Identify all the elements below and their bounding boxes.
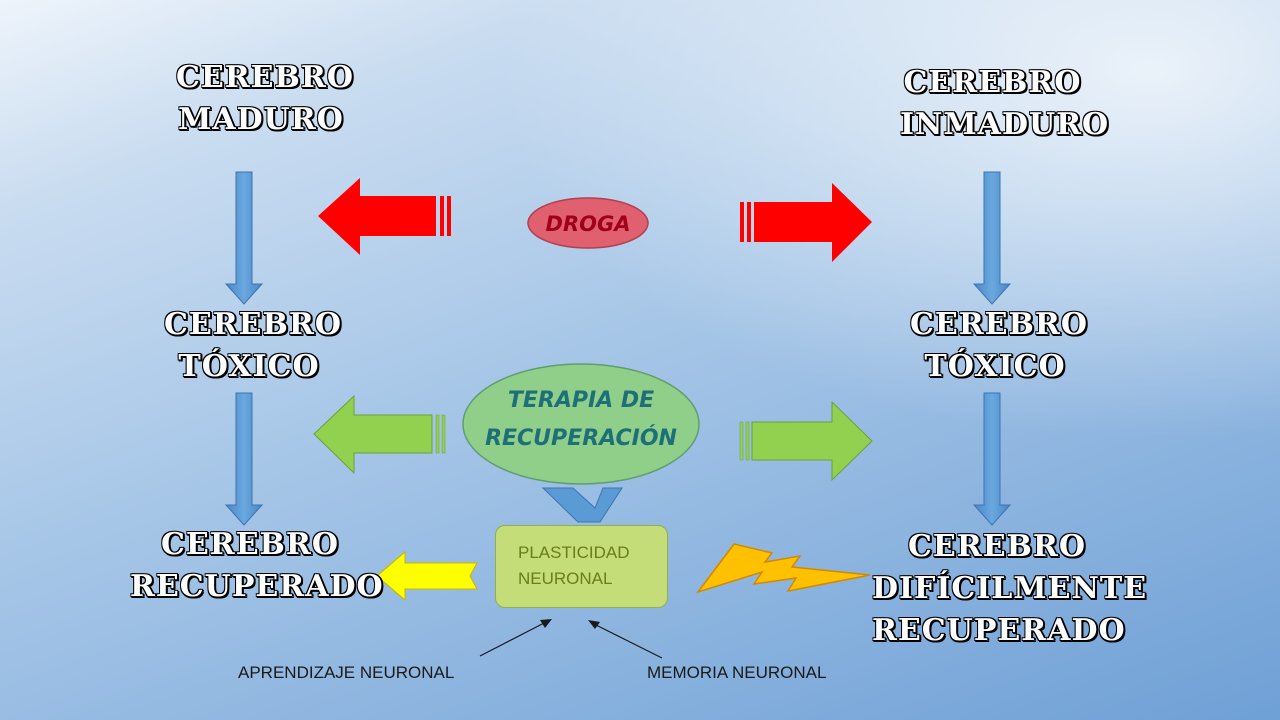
- flow-arrow-mature-to-toxic: [224, 171, 264, 305]
- node-hard-recovered-line1: Cerebro: [908, 529, 1086, 564]
- flow-arrow-immature-to-toxic: [972, 171, 1012, 305]
- drug-arrow-left: [318, 178, 451, 255]
- therapy-oval: [462, 363, 700, 485]
- node-toxic-brain-right: Cerebro tóxico: [910, 304, 1088, 388]
- learning-pointer-arrow: [479, 619, 552, 657]
- therapy-label-line1: TERAPIA DE: [508, 388, 654, 413]
- node-hard-recovered-line3: recuperado: [872, 613, 1126, 648]
- plasticity-line1: PLASTICIDAD: [518, 543, 630, 562]
- node-immature-line1: Cerebro: [903, 65, 1082, 100]
- node-toxic-left-line2: tóxico: [178, 349, 320, 384]
- therapy-arrow-left: [313, 394, 446, 475]
- plasticity-box: PLASTICIDAD NEURONAL: [495, 525, 668, 608]
- node-toxic-right-line1: Cerebro: [910, 307, 1088, 342]
- therapy-arrow-right: [739, 400, 873, 482]
- plasticity-line2: NEURONAL: [518, 569, 613, 588]
- node-mature-line2: maduro: [178, 102, 344, 137]
- node-recovered-line1: Cerebro: [161, 527, 339, 562]
- drug-label: DROGA: [546, 212, 631, 236]
- node-mature-line1: Cerebro: [176, 60, 354, 95]
- node-mature-brain: Cerebro maduro: [176, 57, 354, 141]
- recover-arrow: [376, 550, 478, 602]
- caption-learning: APRENDIZAJE NEURONAL: [238, 663, 455, 682]
- node-hard-recovered-brain: Cerebro difícilmente recuperado: [872, 526, 1148, 652]
- node-hard-recovered-line2: difícilmente: [872, 571, 1148, 606]
- caption-memory: MEMORIA NEURONAL: [647, 663, 827, 682]
- node-recovered-line2: recuperado: [130, 569, 384, 604]
- memory-pointer-arrow: [588, 620, 663, 659]
- drug-arrow-right: [740, 183, 872, 262]
- flow-arrow-toxic-to-recovered: [224, 392, 264, 526]
- node-toxic-right-line2: tóxico: [924, 349, 1066, 384]
- lightning-bolt-icon: [696, 543, 871, 594]
- therapy-label-line2: RECUPERACIÓN: [485, 425, 677, 451]
- therapy-to-plasticity-chevron: [541, 487, 623, 523]
- node-immature-line2: inmaduro: [900, 107, 1110, 142]
- drug-oval: [527, 197, 649, 249]
- node-toxic-brain-left: Cerebro tóxico: [164, 304, 342, 388]
- flow-arrow-toxic-to-hard-recovered: [972, 392, 1012, 526]
- node-recovered-brain: Cerebro recuperado: [130, 524, 384, 608]
- node-immature-brain: Cerebro inmaduro: [900, 62, 1110, 146]
- node-toxic-left-line1: Cerebro: [164, 307, 342, 342]
